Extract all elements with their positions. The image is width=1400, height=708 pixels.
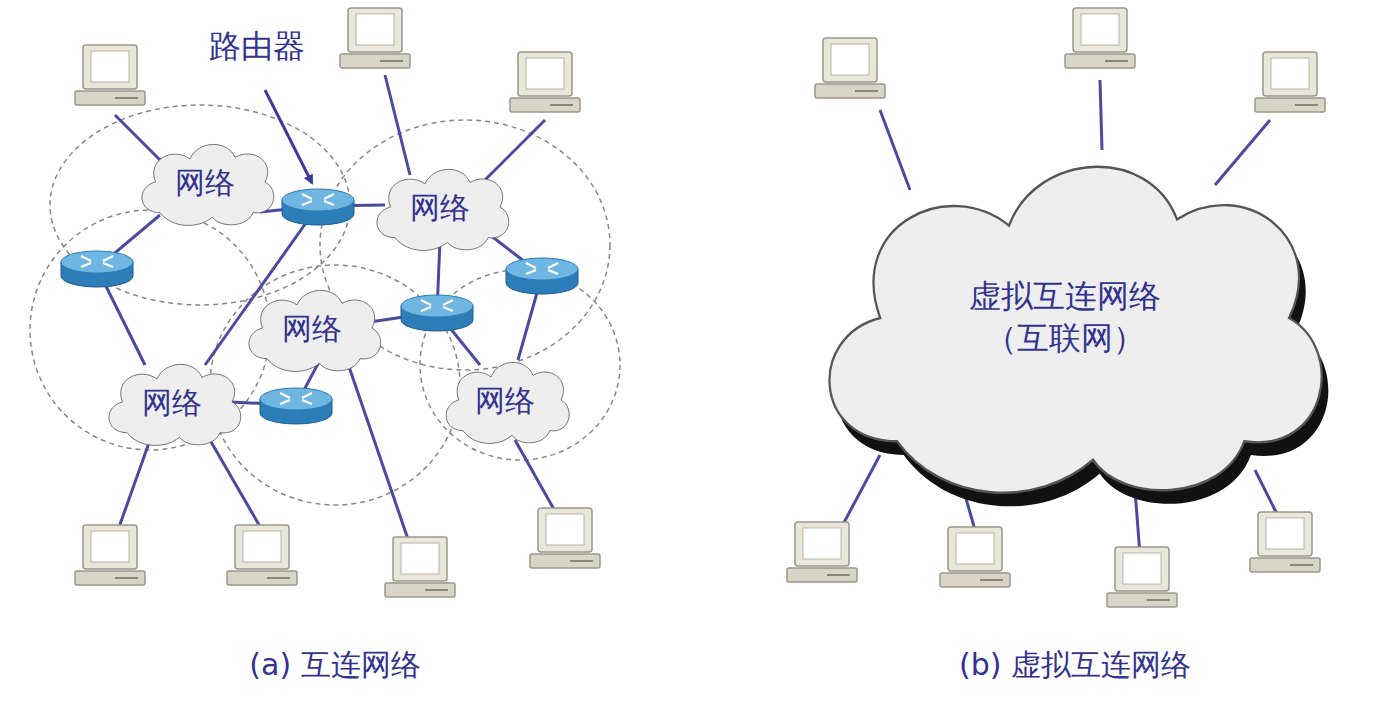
computer-icon (1107, 547, 1177, 607)
network-cloud: 网络 (365, 161, 515, 253)
internet-cloud: 虚拟互连网络 （互联网） (785, 133, 1345, 503)
leader-arrow (265, 90, 312, 183)
cloud-outline (785, 133, 1345, 503)
network-name: 网络 (142, 383, 202, 422)
computer-icon (75, 525, 145, 585)
computer-icon (940, 527, 1010, 587)
router-icon (260, 388, 332, 424)
computer-icon (1065, 8, 1135, 68)
network-cloud: 网络 (435, 354, 575, 446)
network-cloud: 网络 (130, 136, 280, 228)
computer-icon (227, 525, 297, 585)
computer-icon (1250, 512, 1320, 572)
router-icon (401, 295, 473, 331)
network-name: 网络 (282, 309, 342, 348)
caption: (a) 互连网络 (249, 645, 420, 686)
network-name: 虚拟互连网络 （互联网） (965, 276, 1165, 359)
network-name: 网络 (175, 163, 235, 202)
network-boundary (30, 105, 620, 505)
network-name: 网络 (410, 188, 470, 227)
computer-icon (815, 38, 885, 98)
links (97, 75, 1280, 555)
callout-label: 路由器 (209, 25, 305, 69)
router-icon (61, 251, 133, 287)
caption: (b) 虚拟互连网络 (959, 645, 1191, 686)
network-cloud: 网络 (237, 282, 387, 374)
computer-icon (1255, 52, 1325, 112)
computer-icon (510, 52, 580, 112)
router-icon (282, 189, 354, 225)
computer-icon (340, 8, 410, 68)
network-cloud: 网络 (97, 356, 247, 448)
computer-icon (530, 508, 600, 568)
computers (75, 8, 1325, 607)
computer-icon (385, 537, 455, 597)
computer-icon (787, 522, 857, 582)
network-name: 网络 (475, 381, 535, 420)
computer-icon (75, 45, 145, 105)
router-icon (506, 258, 578, 294)
